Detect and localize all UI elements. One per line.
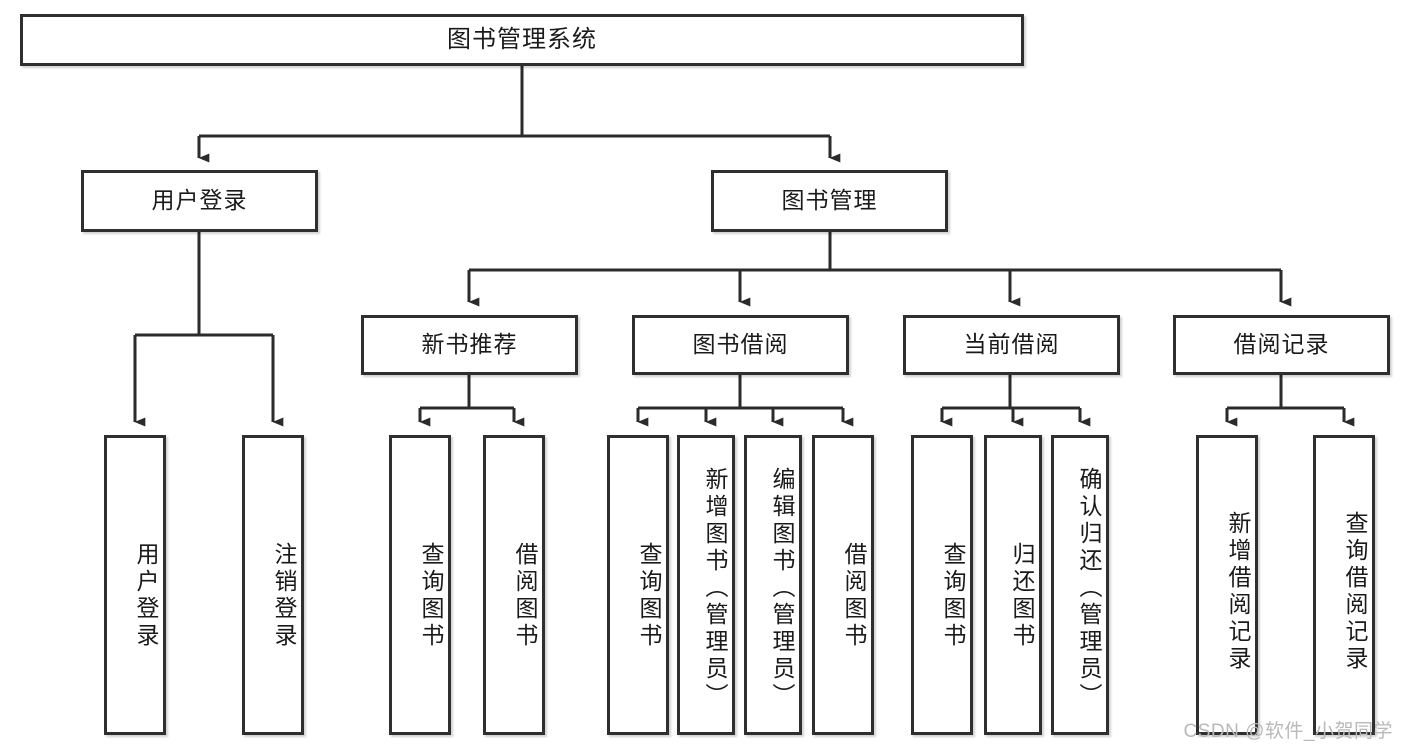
node-leaf-query-book-3-label: 查询图书	[940, 542, 966, 650]
node-leaf-edit-book[interactable]: 编辑图书（管理员）	[744, 435, 802, 735]
node-current-borrow[interactable]: 当前借阅	[903, 315, 1120, 375]
node-borrow-record-label: 借阅记录	[1233, 331, 1330, 358]
node-root[interactable]: 图书管理系统	[20, 14, 1024, 66]
node-borrow-record[interactable]: 借阅记录	[1173, 315, 1390, 375]
node-leaf-confirm-return-label: 确认归还（管理员）	[1076, 466, 1102, 710]
node-leaf-edit-book-label: 编辑图书（管理员）	[769, 466, 795, 710]
node-book-borrow[interactable]: 图书借阅	[632, 315, 849, 375]
node-leaf-user-login-label: 用户登录	[133, 542, 159, 650]
node-leaf-query-book-1[interactable]: 查询图书	[389, 435, 451, 735]
node-leaf-borrow-book-2-label: 借阅图书	[841, 542, 867, 650]
node-leaf-add-book-label: 新增图书（管理员）	[702, 466, 728, 710]
node-current-borrow-label: 当前借阅	[963, 331, 1060, 358]
node-leaf-return-book-label: 归还图书	[1009, 542, 1035, 650]
node-root-label: 图书管理系统	[447, 25, 597, 53]
node-leaf-borrow-book-1[interactable]: 借阅图书	[483, 435, 545, 735]
node-leaf-add-record[interactable]: 新增借阅记录	[1196, 435, 1258, 735]
node-book-borrow-label: 图书借阅	[692, 331, 789, 358]
node-new-book-rec-label: 新书推荐	[421, 331, 518, 358]
node-leaf-user-login[interactable]: 用户登录	[104, 435, 166, 735]
node-leaf-query-book-2-label: 查询图书	[636, 542, 662, 650]
node-book-manage-label: 图书管理	[781, 187, 878, 214]
node-leaf-borrow-book-1-label: 借阅图书	[512, 542, 538, 650]
node-leaf-user-logout[interactable]: 注销登录	[242, 435, 304, 735]
watermark: CSDN @软件_小贺同学	[1183, 721, 1393, 742]
node-leaf-query-record-label: 查询借阅记录	[1342, 511, 1368, 673]
node-leaf-user-logout-label: 注销登录	[271, 542, 297, 650]
node-new-book-rec[interactable]: 新书推荐	[361, 315, 578, 375]
node-leaf-query-book-3[interactable]: 查询图书	[911, 435, 973, 735]
node-leaf-query-book-1-label: 查询图书	[418, 542, 444, 650]
node-leaf-add-record-label: 新增借阅记录	[1225, 511, 1251, 673]
node-leaf-borrow-book-2[interactable]: 借阅图书	[812, 435, 874, 735]
node-user-login[interactable]: 用户登录	[81, 170, 318, 232]
node-book-manage[interactable]: 图书管理	[711, 170, 948, 232]
node-user-login-label: 用户登录	[151, 187, 248, 214]
node-leaf-query-book-2[interactable]: 查询图书	[607, 435, 669, 735]
node-leaf-query-record[interactable]: 查询借阅记录	[1313, 435, 1375, 735]
node-leaf-confirm-return[interactable]: 确认归还（管理员）	[1051, 435, 1109, 735]
node-leaf-return-book[interactable]: 归还图书	[984, 435, 1042, 735]
node-leaf-add-book[interactable]: 新增图书（管理员）	[677, 435, 735, 735]
